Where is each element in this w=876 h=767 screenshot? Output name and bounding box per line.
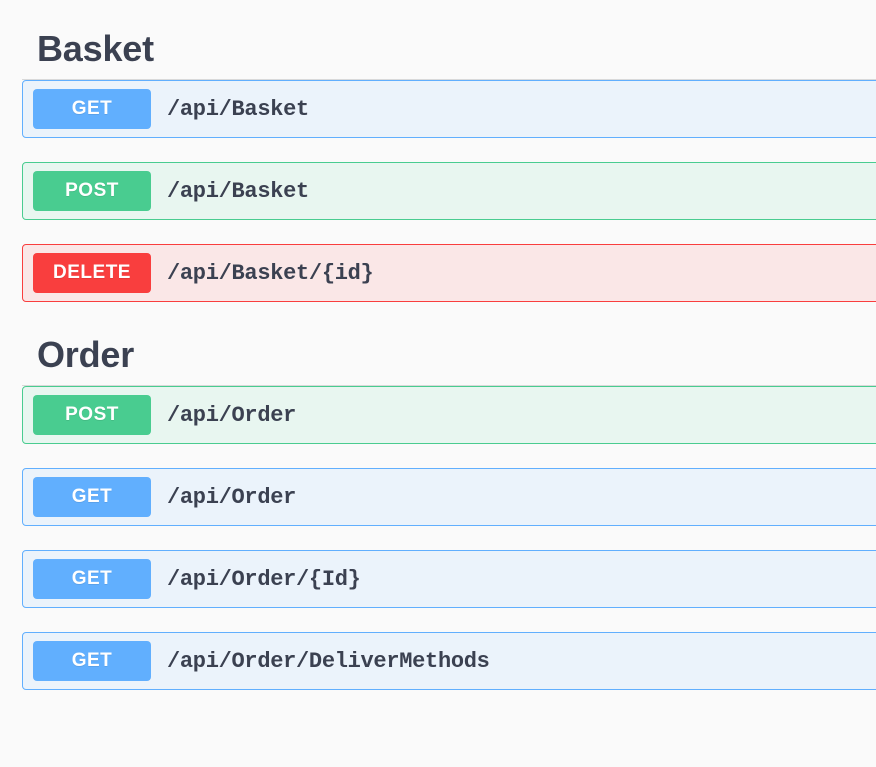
tag-divider-basket: [22, 79, 876, 80]
operation-row[interactable]: GET /api/Basket: [22, 80, 876, 138]
operation-row[interactable]: POST /api/Order: [22, 386, 876, 444]
row-spacer: [0, 444, 876, 468]
http-method-badge: DELETE: [33, 253, 151, 293]
operations-content: Basket GET /api/Basket POST /api/Basket …: [0, 0, 876, 690]
tag-title-order[interactable]: Order: [37, 334, 135, 375]
http-method-badge: GET: [33, 477, 151, 517]
http-method-badge: GET: [33, 559, 151, 599]
tag-divider-order: [22, 385, 876, 386]
http-method-badge: GET: [33, 89, 151, 129]
operation-list-order: POST /api/Order GET /api/Order GET /api/…: [0, 386, 876, 690]
endpoint-path: /api/Order: [167, 484, 297, 510]
row-spacer: [0, 526, 876, 550]
endpoint-path: /api/Basket: [167, 96, 309, 122]
endpoint-path: /api/Order/DeliverMethods: [167, 648, 490, 674]
tag-title-basket[interactable]: Basket: [37, 28, 154, 69]
endpoint-path: /api/Basket: [167, 178, 309, 204]
endpoint-path: /api/Basket/{id}: [167, 260, 374, 286]
operation-row[interactable]: GET /api/Order: [22, 468, 876, 526]
operation-row[interactable]: GET /api/Order/DeliverMethods: [22, 632, 876, 690]
tag-header-basket: Basket: [0, 31, 876, 67]
row-spacer: [0, 138, 876, 162]
http-method-badge: POST: [33, 171, 151, 211]
top-spacer: [0, 0, 876, 31]
row-spacer: [0, 608, 876, 632]
http-method-badge: POST: [33, 395, 151, 435]
operation-row[interactable]: GET /api/Order/{Id}: [22, 550, 876, 608]
operation-row[interactable]: DELETE /api/Basket/{id}: [22, 244, 876, 302]
tag-section-order: Order POST /api/Order GET /api/Order GET…: [0, 337, 876, 690]
tag-header-order: Order: [0, 337, 876, 373]
endpoint-path: /api/Order: [167, 402, 297, 428]
tag-section-basket: Basket GET /api/Basket POST /api/Basket …: [0, 31, 876, 302]
endpoint-path: /api/Order/{Id}: [167, 566, 361, 592]
operation-list-basket: GET /api/Basket POST /api/Basket DELETE …: [0, 80, 876, 302]
operation-row[interactable]: POST /api/Basket: [22, 162, 876, 220]
section-spacer: [0, 302, 876, 337]
http-method-badge: GET: [33, 641, 151, 681]
row-spacer: [0, 220, 876, 244]
